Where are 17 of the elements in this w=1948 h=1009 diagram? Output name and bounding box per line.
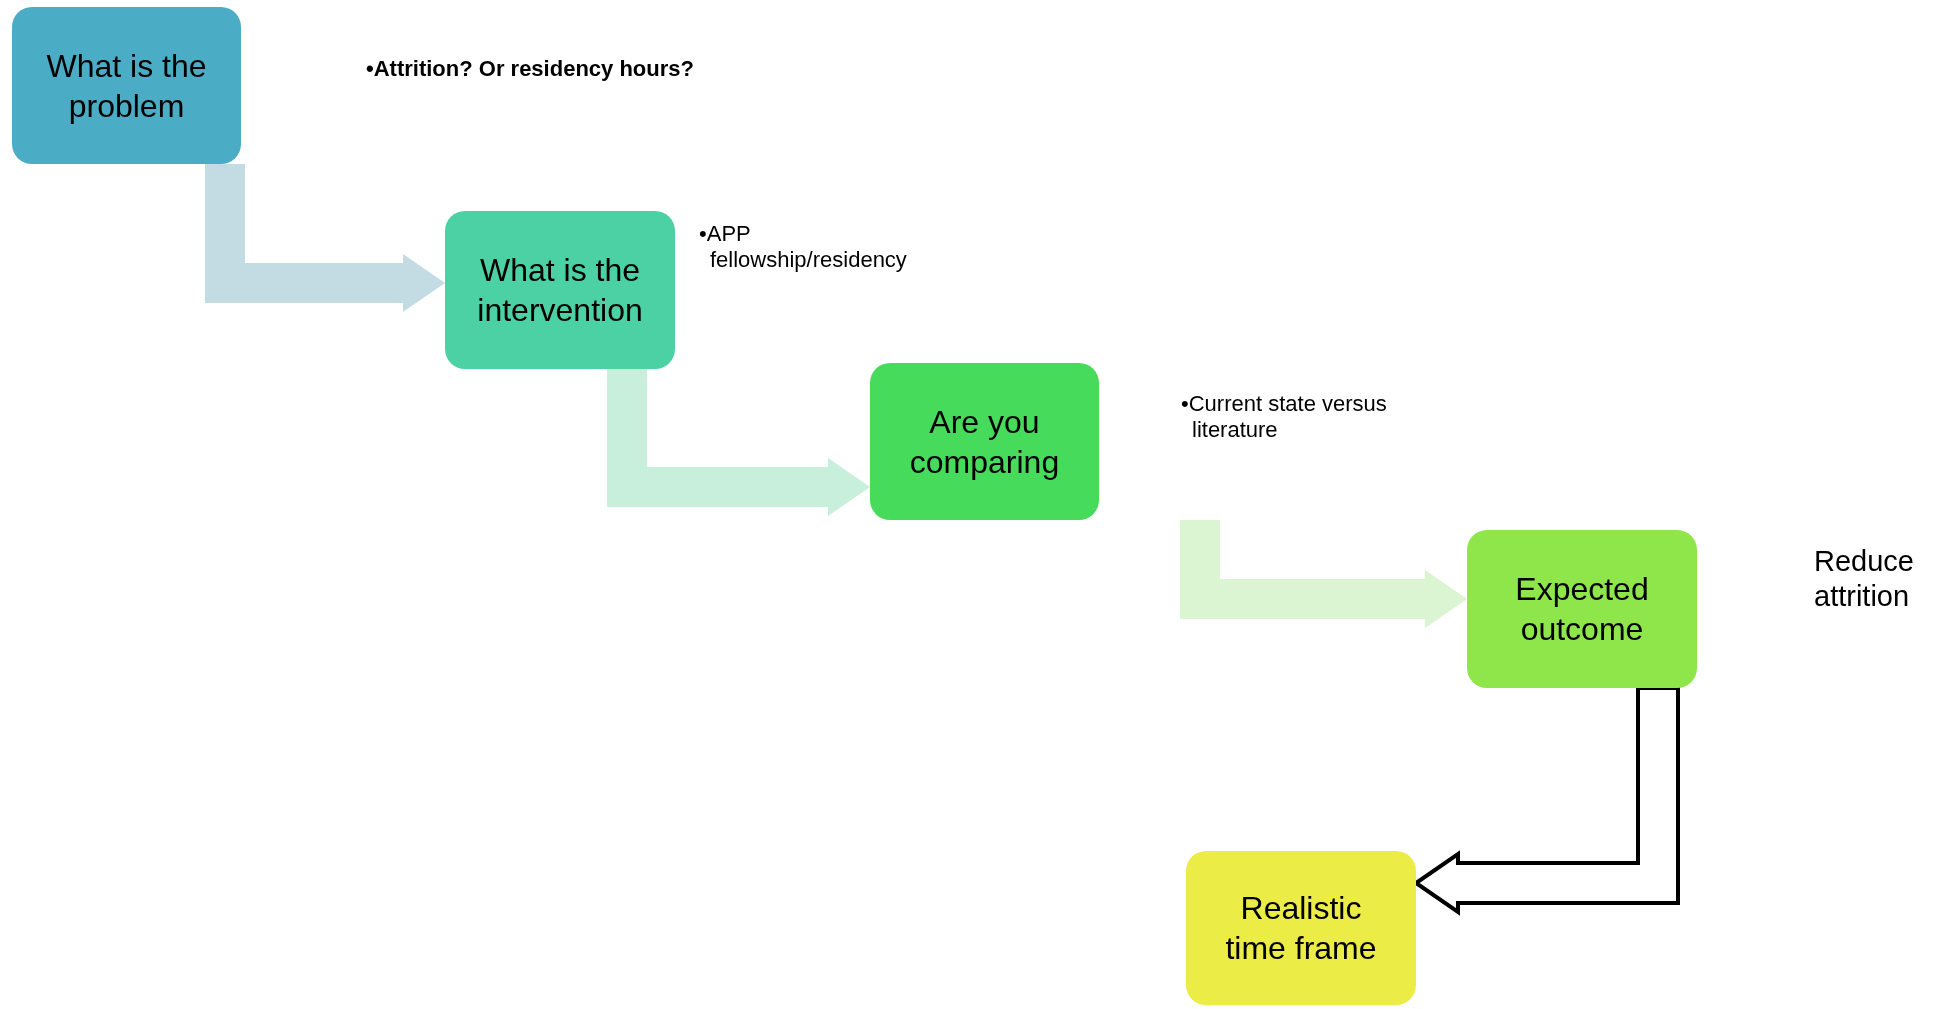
process-box (1186, 851, 1416, 1005)
bent-arrow (607, 369, 870, 516)
box-label: Realistic time frame (1224, 889, 1378, 968)
bullet-note: •APP fellowship/residency (699, 221, 908, 274)
box-label: Expected outcome (1514, 570, 1650, 649)
box-label: Are you comparing (908, 402, 1061, 482)
box-label: What is the intervention (476, 251, 644, 330)
process-box (445, 211, 675, 369)
bullet-note: •Attrition? Or residency hours? (366, 56, 695, 83)
bent-arrow (1180, 520, 1467, 628)
bullet-note: •Current state versus literature (1181, 391, 1388, 444)
box-label: What is the problem (45, 46, 208, 126)
process-box (1467, 530, 1697, 688)
process-box (870, 363, 1099, 520)
note-text: Reduce attrition (1814, 544, 1915, 614)
process-box (12, 7, 241, 164)
bent-arrow (205, 164, 445, 312)
